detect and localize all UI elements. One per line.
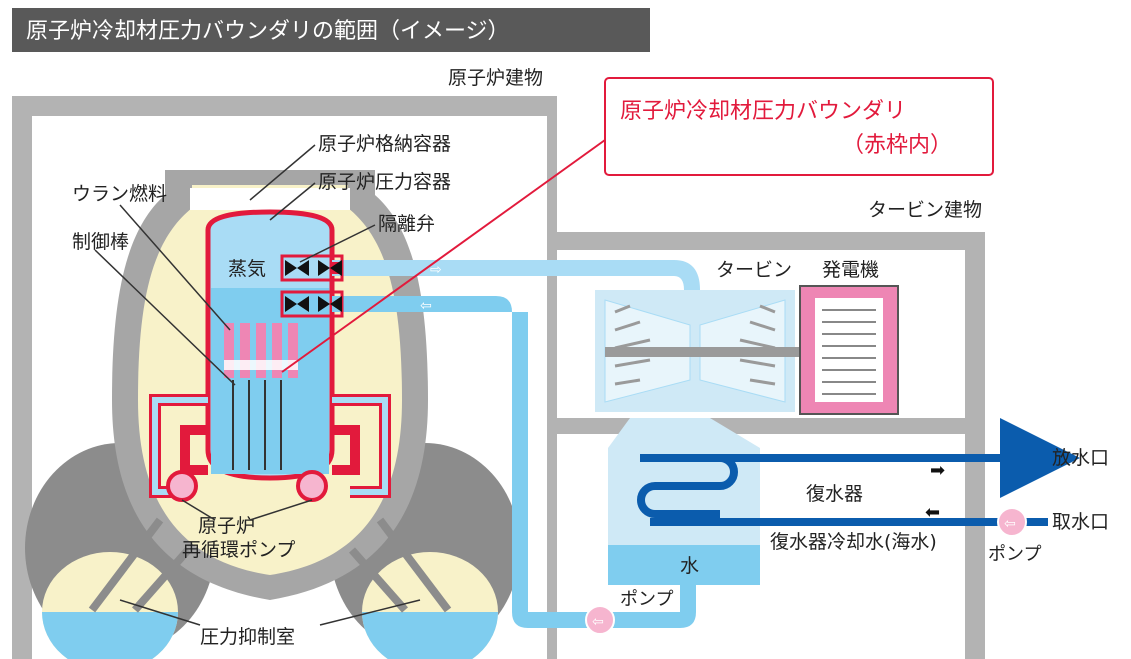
feedwater-valve-1 <box>285 296 309 312</box>
pump-sea-label: ポンプ <box>988 544 1041 565</box>
leader-lines <box>94 144 421 626</box>
pressure-vessel <box>205 209 335 481</box>
sea-pump <box>997 507 1027 537</box>
outflow-arrow: ➡ <box>930 460 945 481</box>
turbine-shaft <box>605 347 800 357</box>
feed-pump <box>585 605 615 635</box>
outlet-label: 放水口 <box>1052 447 1109 469</box>
turbine-label: タービン <box>716 259 792 281</box>
condenser-coolant-label: 復水器冷却水(海水) <box>770 531 937 553</box>
boundary-callout: 原子炉冷却材圧力バウンダリ （赤枠内） <box>281 77 994 373</box>
callout-line1: 原子炉冷却材圧力バウンダリ <box>620 99 906 124</box>
turbine <box>595 290 800 412</box>
control-rod-label: 制御棒 <box>72 231 129 253</box>
uranium-fuel-label: ウラン燃料 <box>72 183 167 205</box>
title-bar: 原子炉冷却材圧力バウンダリの範囲（イメージ） <box>12 8 650 52</box>
feedwater-line: ⇦ ⇦ <box>280 290 696 635</box>
generator <box>799 285 899 415</box>
callout-line2: （赤枠内） <box>842 133 952 158</box>
callout-pointer <box>281 139 606 373</box>
sea-water-lines: ➡ ⬅ ⇦ <box>640 418 1080 537</box>
feedwater-valve-2 <box>318 296 342 312</box>
recirculation-loops <box>149 394 391 502</box>
turbine-building-label: タービン建物 <box>868 199 982 221</box>
title-text: 原子炉冷却材圧力バウンダリの範囲（イメージ） <box>26 19 510 44</box>
suppression-chamber-label: 圧力抑制室 <box>200 626 295 648</box>
inflow-arrow: ⬅ <box>925 502 940 523</box>
steam-flow-arrow: ⇨ <box>430 262 442 278</box>
generator-label: 発電機 <box>822 259 879 281</box>
pump-main-label: ポンプ <box>620 589 673 610</box>
intake-label: 取水口 <box>1052 511 1109 533</box>
isolation-valve-label: 隔離弁 <box>378 213 435 235</box>
pressure-vessel-label: 原子炉圧力容器 <box>318 171 451 193</box>
feedwater-flow-arrow: ⇦ <box>420 298 432 314</box>
recirc-pump-label-1: 原子炉 <box>198 515 255 537</box>
steam-valve-1 <box>285 260 309 276</box>
svg-text:⇦: ⇦ <box>1004 516 1016 532</box>
condenser-water <box>608 545 760 585</box>
recirc-pump-right <box>296 470 328 502</box>
recirc-pump-left <box>166 470 198 502</box>
svg-text:⇦: ⇦ <box>592 614 604 630</box>
steam-label: 蒸気 <box>228 258 266 280</box>
water-label: 水 <box>680 555 699 577</box>
reactor-building-label: 原子炉建物 <box>448 67 543 89</box>
recirc-pump-label-2: 再循環ポンプ <box>182 539 295 561</box>
fuel-assembly <box>224 323 298 470</box>
condenser-label: 復水器 <box>806 483 863 505</box>
steam-valve-2 <box>318 260 342 276</box>
containment-label: 原子炉格納容器 <box>318 133 451 155</box>
